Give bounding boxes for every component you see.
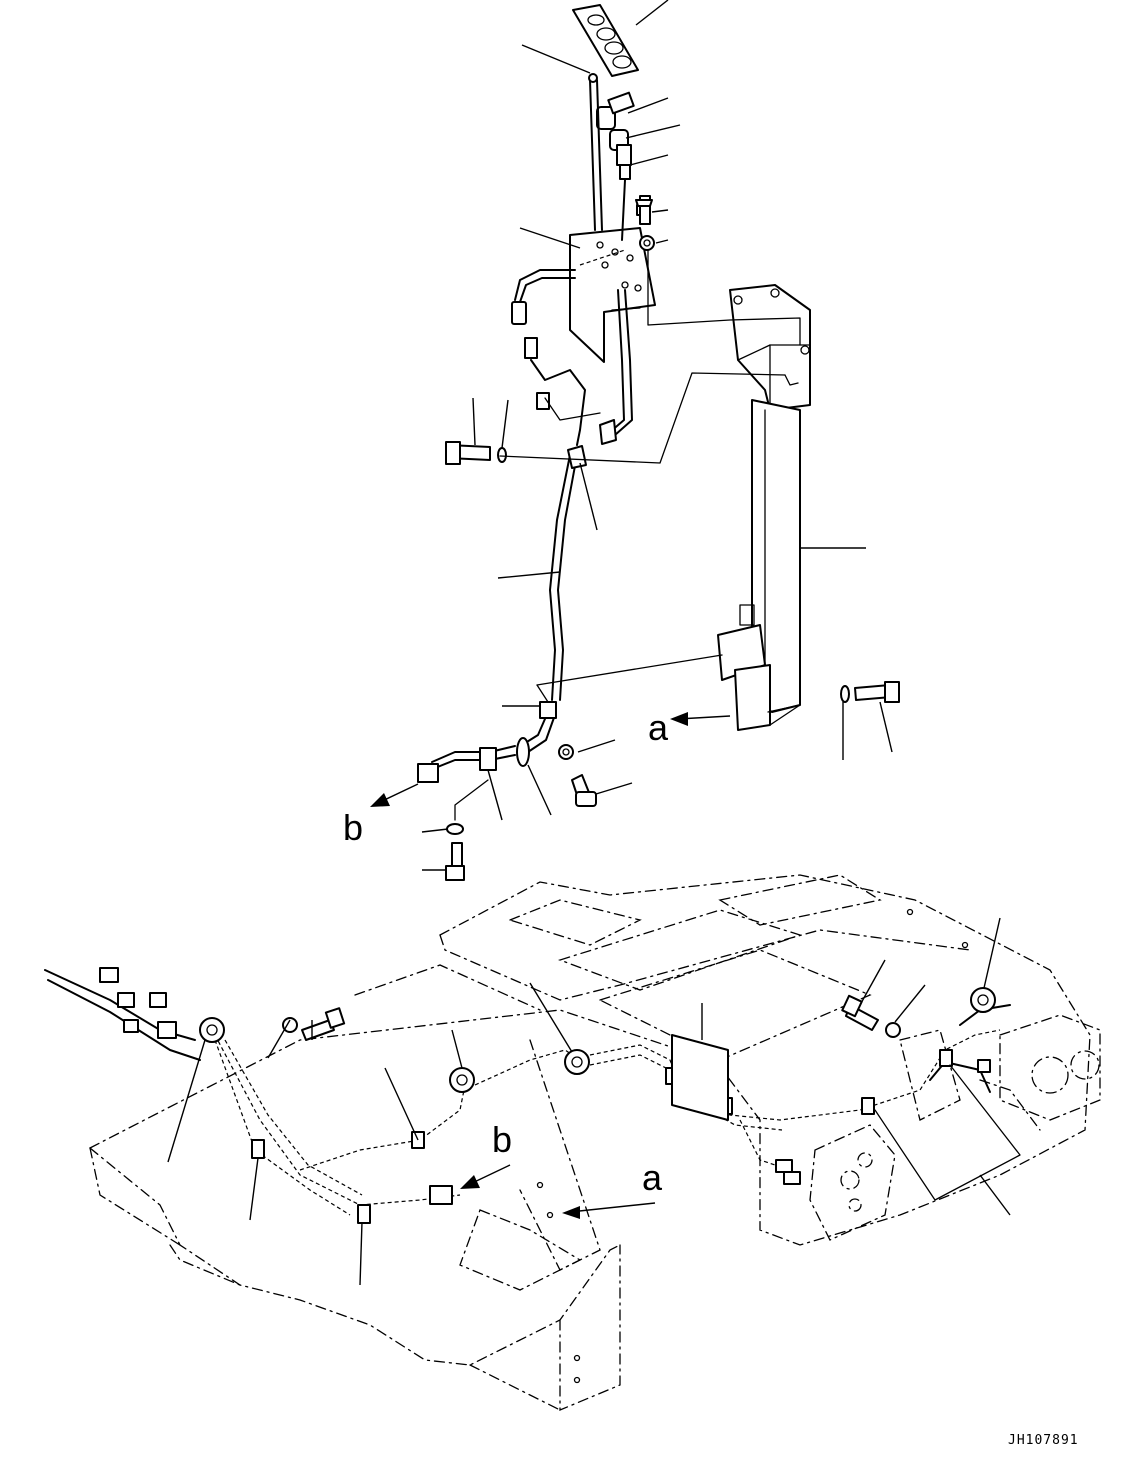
connection-lines <box>454 249 801 821</box>
callout-b-upper: b <box>343 807 363 848</box>
mount-post <box>717 284 811 731</box>
drawing-code: JH107891 <box>1008 1433 1079 1448</box>
frame-outline <box>89 874 1101 1411</box>
switch-bracket <box>569 4 656 363</box>
callout-a-lower: a <box>642 1157 663 1198</box>
callout-a-upper: a <box>648 707 669 748</box>
upper-harness <box>417 269 900 881</box>
leader-lines <box>167 0 1011 1286</box>
callout-b-lower: b <box>492 1119 512 1160</box>
lower-harness <box>44 967 1021 1224</box>
